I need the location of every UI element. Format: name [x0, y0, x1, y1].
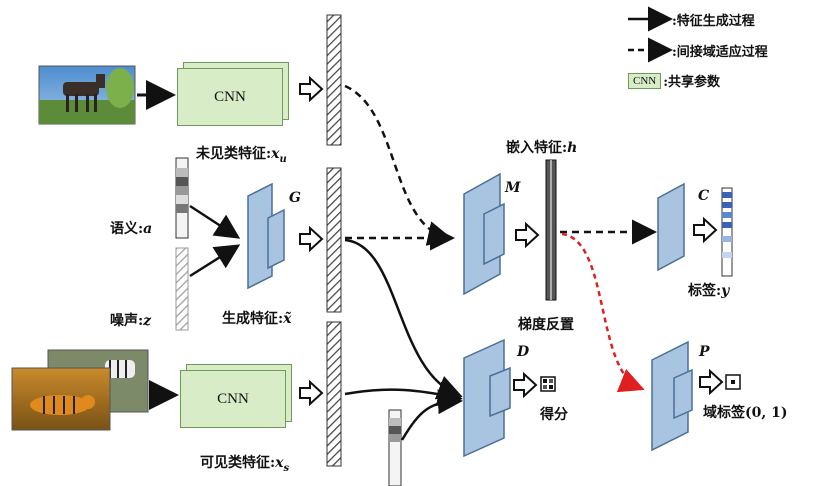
label-vector [721, 187, 733, 277]
hollow-arrow-P-to-domain [699, 368, 724, 396]
gradient-reversal-label: 梯度反置 [518, 317, 574, 333]
module-G [247, 182, 285, 290]
generated-feature-bar [326, 167, 342, 313]
module-P-letter: P [699, 344, 710, 360]
noise-vector [175, 247, 189, 331]
unseen-feature-label: 未见类特征:xu [196, 146, 287, 165]
cnn-top-box: CNN [177, 68, 283, 126]
seen-semantic-vector [388, 409, 402, 486]
domain-label-icon [725, 374, 741, 390]
score-label: 得分 [540, 407, 568, 423]
module-D-letter: D [517, 344, 530, 360]
semantic-label: 语义:a [110, 221, 153, 237]
class-label: 标签:y [688, 283, 730, 299]
semantic-vector [175, 157, 189, 239]
arrow-semantic-to-G [189, 204, 241, 239]
module-M [463, 172, 505, 296]
legend-solid: :特征生成过程 [672, 10, 755, 29]
red-dashed-arrow-h-to-P [561, 232, 645, 393]
module-P [651, 340, 693, 452]
noise-label: 噪声:z [110, 313, 152, 329]
module-G-letter: G [289, 190, 301, 206]
legend-solid-label: :特征生成过程 [672, 14, 755, 29]
hollow-arrow-M-to-h [515, 221, 540, 249]
seen-feature-label: 可见类特征:xs [200, 455, 290, 474]
module-C-letter: C [698, 188, 710, 204]
arrow-seen-to-D [344, 381, 463, 407]
arrow-noise-to-G [189, 244, 241, 278]
unseen-feature-bar [326, 14, 342, 146]
module-M-letter: M [505, 180, 521, 196]
legend-dashed: :间接域适应过程 [672, 41, 768, 60]
score-icon [540, 376, 556, 392]
legend-shared-label: :共享参数 [663, 75, 721, 90]
module-D [463, 338, 511, 458]
seen-feature-bar [326, 321, 342, 467]
hollow-arrow-generated [299, 225, 324, 253]
hollow-arrow-seen [299, 379, 324, 407]
domain-label: 域标签(0, 1) [703, 405, 788, 421]
hollow-arrow-C-to-y [693, 216, 718, 244]
embed-feature-label: 嵌入特征:h [506, 140, 578, 156]
generated-feature-label: 生成特征:x̃ [222, 311, 292, 327]
hollow-arrow-D-to-score [513, 371, 538, 399]
dashed-arrow-unseen-to-M [344, 84, 453, 246]
arrow-seen-vector-to-D [400, 389, 463, 441]
legend-dashed-label: :间接域适应过程 [672, 45, 768, 60]
module-C [657, 182, 685, 272]
cnn-bottom-box: CNN [180, 370, 286, 428]
hollow-arrow-unseen [299, 75, 324, 103]
seen-class-photo [11, 349, 149, 431]
legend-shared-swatch: CNN [628, 72, 662, 89]
unseen-class-photo [38, 65, 136, 125]
legend-shared: CNN :共享参数 [628, 71, 720, 90]
arrow-generated-to-D [344, 238, 463, 400]
